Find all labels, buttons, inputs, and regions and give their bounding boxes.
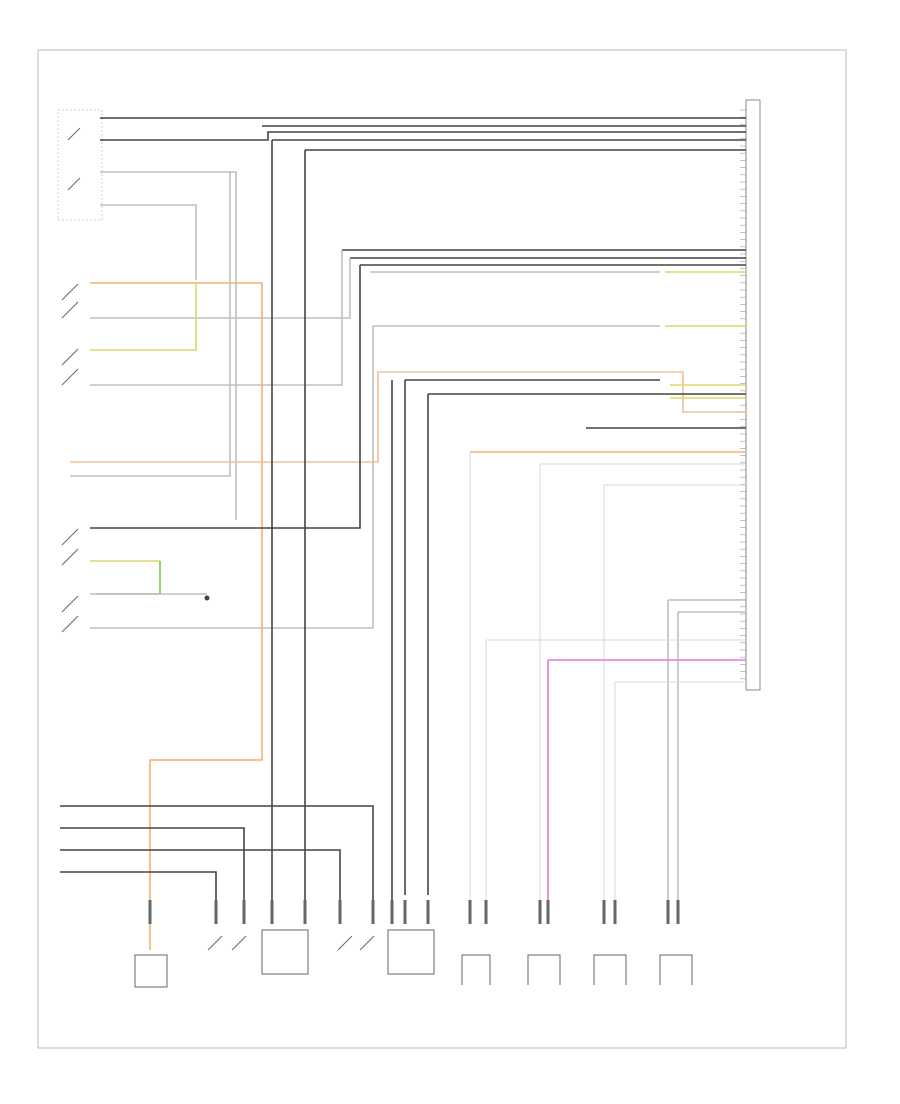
right-rear-door-lock-unit (337, 929, 435, 975)
switch-contact (67, 177, 81, 191)
connector-outline (659, 954, 693, 985)
switch-contact (231, 935, 247, 951)
passenger-door-switch (61, 283, 79, 386)
switch-unit-box (134, 954, 168, 988)
switch-contact (61, 615, 79, 633)
lock-motor-box (387, 929, 435, 975)
switch-contact (61, 548, 79, 566)
terminal-pin (426, 900, 430, 924)
wire-gray (90, 258, 351, 319)
wire-black (100, 131, 746, 141)
connector-outline (527, 954, 561, 985)
driver-door-switch-outline (57, 109, 103, 221)
wire-black (60, 871, 217, 905)
wire-black (60, 849, 341, 905)
switch-contact (61, 301, 79, 319)
driver-door-lock-unit (207, 929, 309, 975)
switch-contact (61, 368, 79, 386)
switch-contact (61, 595, 79, 613)
ground-point-icon (204, 595, 210, 601)
switch-contact (61, 283, 79, 301)
terminal-pin (484, 900, 488, 924)
left-rear-door-switch (61, 528, 210, 633)
wire-group-lower (60, 140, 393, 905)
connector-1 (461, 954, 491, 985)
control-module-body (745, 99, 761, 691)
switch-contact (61, 348, 79, 366)
lock-motor-box (261, 929, 309, 975)
terminal-pin (666, 900, 670, 924)
switch-contact (67, 127, 81, 141)
terminal-pin (242, 900, 246, 924)
terminal-pin (214, 900, 218, 924)
wire-black (90, 265, 361, 529)
wire-gray (100, 204, 197, 280)
wire-black (60, 827, 245, 905)
wire-black (60, 805, 374, 905)
bottom-components (134, 900, 693, 988)
wire-salmon (70, 371, 746, 463)
terminal-pin (403, 900, 407, 924)
terminal-pin (613, 900, 617, 924)
driver-door-switch (57, 109, 103, 221)
wire-group-upper (70, 117, 746, 950)
wire-gray (70, 172, 231, 477)
control-module (740, 99, 761, 691)
connector-terminals (148, 900, 680, 924)
terminal-pin (270, 900, 274, 924)
terminal-pin (371, 900, 375, 924)
connector-4 (659, 954, 693, 985)
wire-green (96, 561, 161, 595)
wire-gray (100, 171, 237, 520)
terminal-pin (148, 900, 152, 924)
terminal-pin (546, 900, 550, 924)
terminal-pin (538, 900, 542, 924)
connector-3 (593, 954, 627, 985)
switch-contact (337, 935, 353, 951)
terminal-pin (676, 900, 680, 924)
terminal-pin (338, 900, 342, 924)
connector-outline (461, 954, 491, 985)
terminal-pin (390, 900, 394, 924)
terminal-pin (468, 900, 472, 924)
switch-contact (61, 528, 79, 546)
connector-outline (593, 954, 627, 985)
wire-yellow (90, 283, 197, 351)
terminal-pin (602, 900, 606, 924)
wire-gray (90, 326, 374, 629)
control-module-pins (740, 109, 746, 680)
wire-orange (90, 282, 263, 950)
switch-contact (359, 935, 375, 951)
connector-2 (527, 954, 561, 985)
terminal-pin (303, 900, 307, 924)
wire-gray (90, 250, 343, 386)
diagram-frame (37, 49, 847, 1049)
switch-contact (207, 935, 223, 951)
